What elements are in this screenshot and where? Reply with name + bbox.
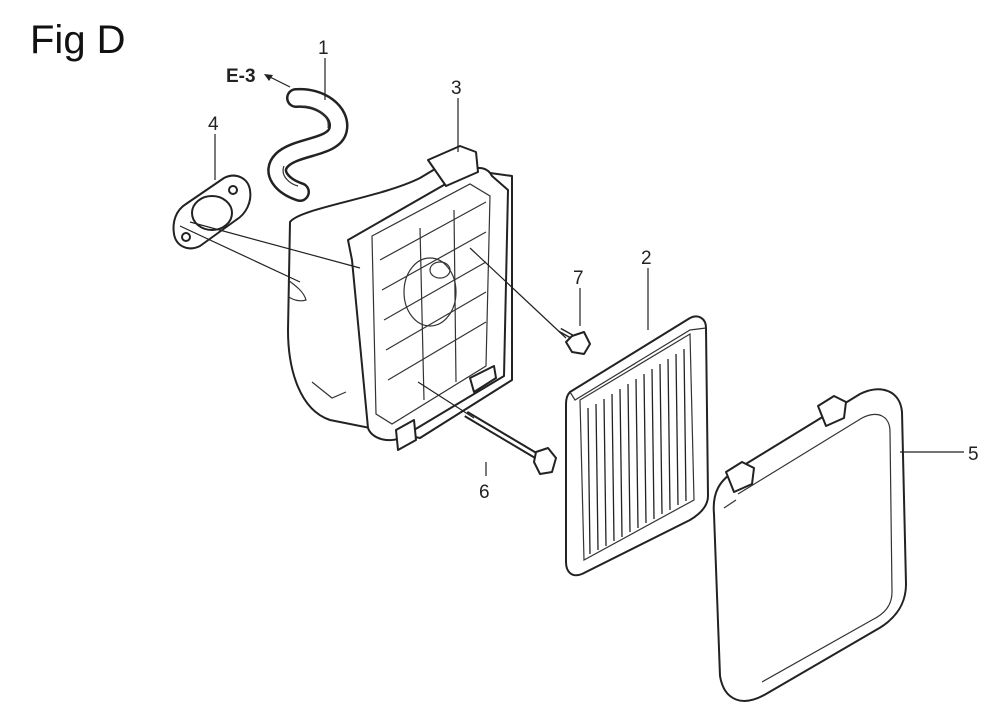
part-1-breather-hose [267, 87, 349, 202]
callout-3: 3 [451, 78, 462, 99]
callout-4: 4 [208, 114, 219, 135]
callout-2: 2 [641, 248, 652, 269]
reference-label: E-3 [226, 66, 256, 87]
part-2-air-filter [565, 315, 709, 577]
part-5-cover [712, 388, 907, 702]
reference-arrow [264, 74, 291, 88]
part-6-long-bolt [464, 410, 557, 475]
callout-7: 7 [573, 268, 584, 289]
part-7-bolt [558, 327, 591, 355]
leader-lines [179, 58, 964, 476]
figure-title: Fig D [30, 18, 126, 62]
part-3-air-cleaner-case [287, 145, 513, 451]
callout-6: 6 [479, 482, 490, 503]
callout-1: 1 [318, 38, 329, 59]
part-4-gasket [172, 174, 252, 250]
callout-5: 5 [968, 444, 979, 465]
